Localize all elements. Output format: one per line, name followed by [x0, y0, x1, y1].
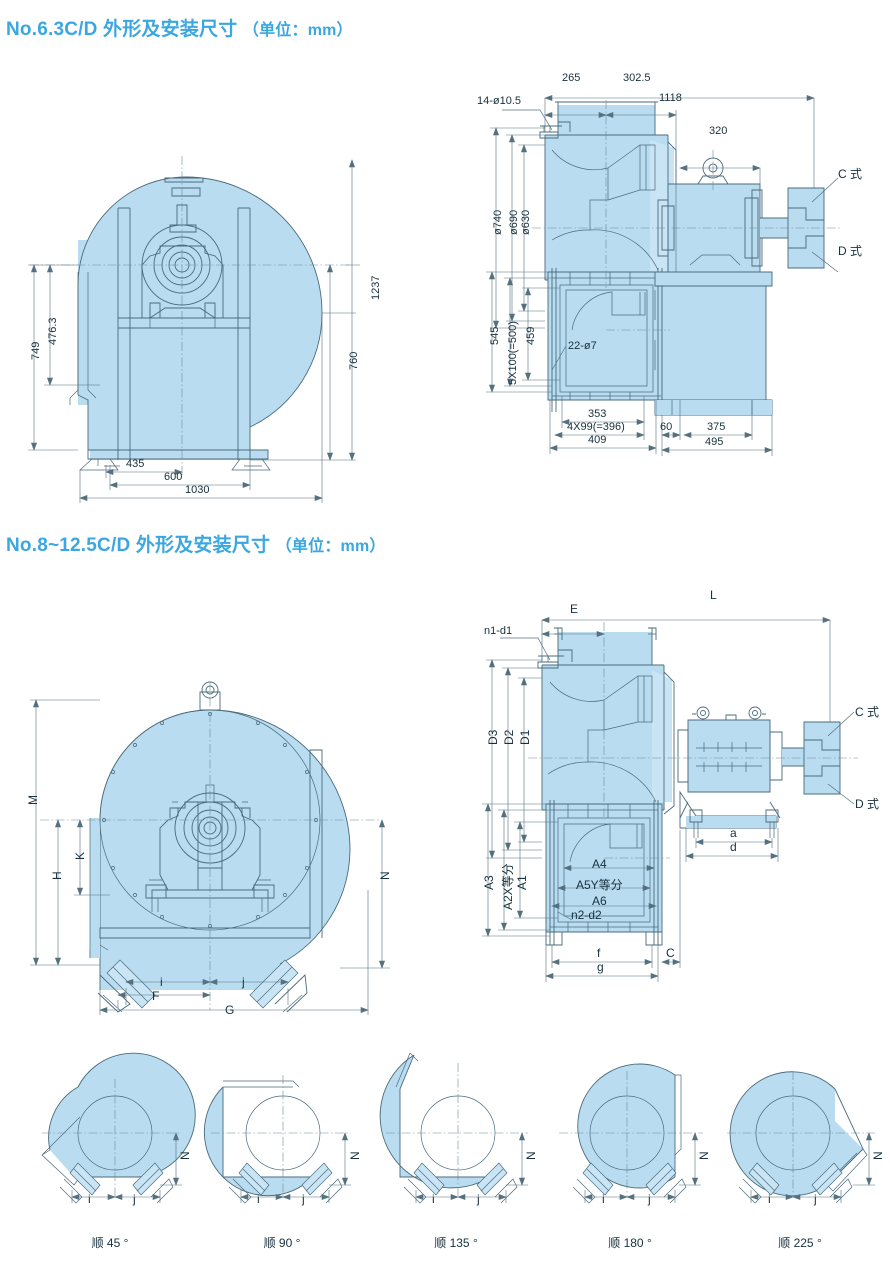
dim-14-hole: 14-ø10.5	[477, 95, 522, 107]
orientation-view-deg45	[41, 1052, 196, 1204]
section-title-1: No.6.3C/D 外形及安装尺寸 （单位：mm）	[6, 14, 353, 41]
dim-A5Y: A5Y等分	[576, 878, 623, 892]
dim-i-deg225: i	[768, 1192, 771, 1206]
dim-A2X: A2X等分	[501, 863, 515, 910]
fan-front-view-1	[28, 156, 360, 503]
dim-1030: 1030	[185, 484, 210, 496]
dim-j-deg45: j	[133, 1192, 136, 1206]
dim-1237: 1237	[370, 275, 382, 300]
dim-476-3: 476.3	[47, 317, 59, 345]
orientation-caption-deg180: 顺 180 °	[608, 1236, 652, 1250]
orientation-caption-deg90: 顺 90 °	[263, 1236, 301, 1250]
dim-409: 409	[588, 434, 607, 446]
dim-320: 320	[709, 125, 728, 137]
dim-g: g	[597, 960, 604, 974]
dim-1118: 1118	[659, 92, 682, 104]
fan-front-view-2	[30, 681, 390, 1015]
section-title-2-main: No.8~12.5C/D 外形及安装尺寸	[6, 535, 271, 556]
orientation-caption-deg135: 顺 135 °	[434, 1236, 478, 1250]
dim-d740: ø740	[492, 209, 504, 235]
dim-G: G	[225, 1003, 235, 1017]
dim-f: f	[597, 946, 601, 960]
dim-N-deg45: N	[178, 1151, 192, 1160]
dim-N-deg90: N	[348, 1151, 362, 1160]
dim-22-hole: 22-ø7	[568, 340, 597, 352]
dim-760: 760	[348, 351, 360, 370]
dim-N-deg135: N	[524, 1151, 538, 1160]
dim-D2: D2	[502, 729, 516, 745]
dim-353: 353	[588, 408, 607, 420]
section-title-2-unit: （单位：mm）	[275, 538, 386, 555]
orientation-caption-deg45: 顺 45 °	[91, 1236, 129, 1250]
dim-d690: ø690	[508, 209, 520, 235]
section-title-1-main: No.6.3C/D 外形及安装尺寸	[6, 19, 238, 40]
dim-495: 495	[705, 436, 724, 448]
dim-a: a	[730, 826, 737, 840]
section-title-1-unit: （单位：mm）	[242, 22, 353, 39]
coupling-type-d-2: D 式	[855, 797, 880, 811]
section-title-2: No.8~12.5C/D 外形及安装尺寸 （单位：mm）	[6, 530, 386, 557]
dim-n2-d2: n2-d2	[571, 908, 602, 922]
dim-j-1: j	[242, 975, 245, 989]
dim-459: 459	[525, 326, 537, 345]
dim-L: L	[710, 588, 717, 602]
dim-A1: A1	[515, 875, 529, 890]
orientation-view-deg135	[379, 1052, 528, 1204]
dim-i-deg180: i	[602, 1192, 605, 1206]
dim-D3: D3	[486, 729, 500, 745]
dim-N: N	[378, 871, 392, 880]
dim-i-1: i	[160, 975, 163, 989]
fan-side-view-1	[486, 94, 840, 456]
dim-A6: A6	[592, 894, 607, 908]
dim-A4: A4	[592, 857, 607, 871]
dim-j-deg225: j	[814, 1192, 817, 1206]
coupling-type-c-1: C 式	[838, 167, 863, 181]
dim-d630: ø630	[520, 209, 532, 235]
dim-j-deg90: j	[302, 1192, 305, 1206]
dim-K: K	[73, 851, 87, 860]
dim-n1-d1: n1-d1	[484, 625, 513, 637]
coupling-type-c-2: C 式	[855, 705, 880, 719]
dim-D1: D1	[518, 729, 532, 745]
dim-600: 600	[164, 471, 183, 483]
dim-i-deg45: i	[88, 1192, 91, 1206]
dim-4x99: 4X99(=396)	[567, 421, 625, 433]
dim-i-deg135: i	[432, 1192, 435, 1206]
orientation-view-deg180	[559, 1063, 703, 1204]
orientation-view-deg90	[203, 1075, 351, 1204]
dim-i-deg90: i	[257, 1192, 260, 1206]
fan-side-view-2	[482, 616, 858, 982]
dim-N-deg180: N	[697, 1151, 711, 1160]
dim-F: F	[152, 989, 160, 1003]
dim-N-deg225: N	[871, 1151, 885, 1160]
coupling-type-d-1: D 式	[838, 244, 863, 258]
dim-60: 60	[660, 421, 673, 433]
dim-749: 749	[30, 341, 42, 360]
dim-265: 265	[562, 72, 581, 84]
dim-M: M	[26, 795, 40, 805]
dim-5x100: 5X100(=500)	[507, 321, 519, 385]
orientation-caption-deg225: 顺 225 °	[778, 1236, 822, 1250]
dim-545: 545	[489, 326, 501, 345]
dim-A3: A3	[482, 875, 496, 890]
dim-H: H	[50, 871, 64, 880]
dim-E: E	[570, 602, 579, 616]
dim-j-deg180: j	[648, 1192, 651, 1206]
dim-d: d	[730, 840, 737, 854]
dim-302-5: 302.5	[623, 72, 651, 84]
dim-435: 435	[126, 458, 145, 470]
orientation-view-deg225	[727, 1071, 875, 1204]
dim-C: C	[666, 946, 675, 960]
dim-375: 375	[707, 421, 726, 433]
dim-j-deg135: j	[477, 1192, 480, 1206]
